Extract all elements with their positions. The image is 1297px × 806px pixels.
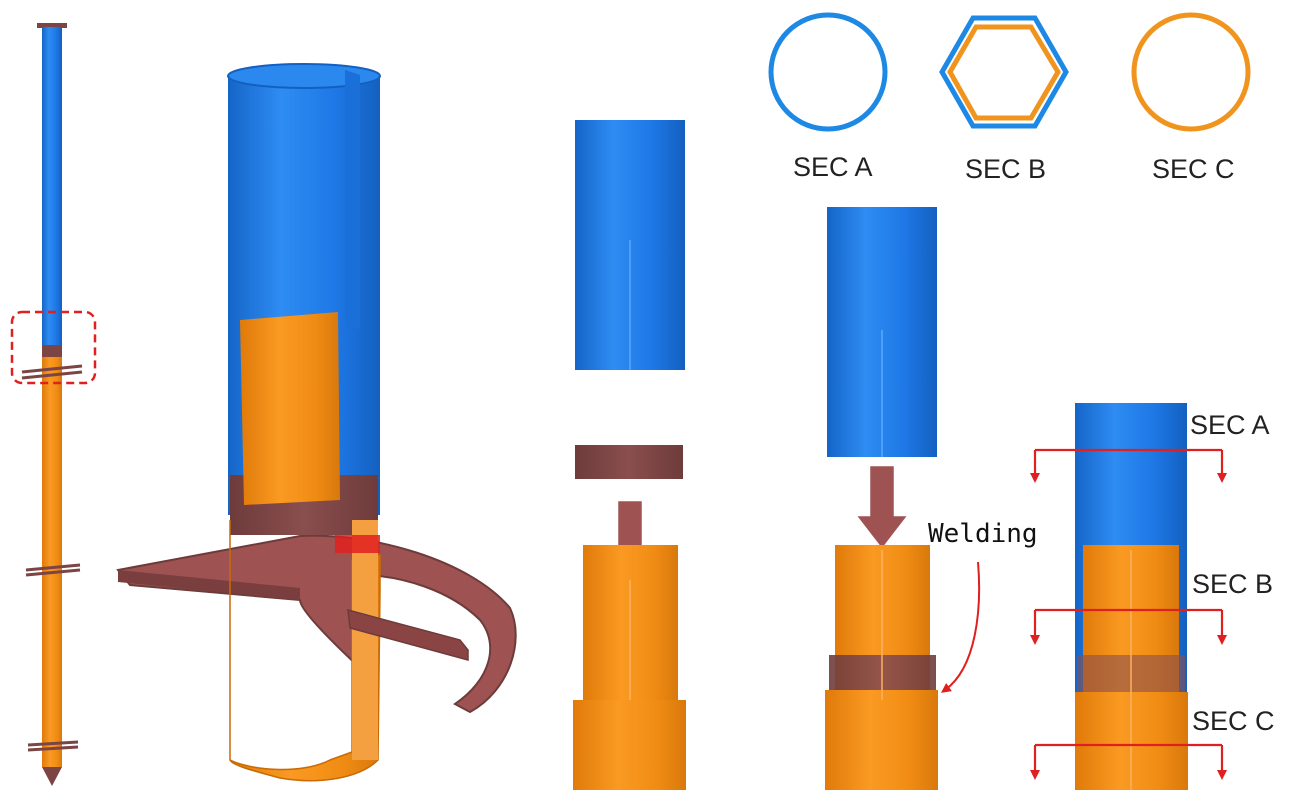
cutaway-3d-view	[116, 63, 517, 782]
section-b-hexagon	[939, 15, 1069, 129]
section-marker-c	[1030, 743, 1227, 780]
section-a-title: SEC A	[793, 152, 873, 182]
cutaway-upper-pipe-cut	[345, 70, 360, 330]
section-c-title: SEC C	[1152, 154, 1235, 184]
sectioned-view: SEC A SEC B SEC C	[1030, 403, 1275, 790]
section-a-marker-label: SEC A	[1190, 410, 1270, 440]
cutaway-pipe-weld-bead	[335, 535, 380, 553]
full-pile-lower-segment	[42, 357, 62, 767]
assembled-insert-arrow	[852, 463, 912, 553]
section-b-title: SEC B	[965, 154, 1046, 184]
detail-highlight-box	[10, 310, 97, 385]
welding-callout-arrow	[940, 561, 981, 693]
full-pile-helix-1	[21, 364, 83, 380]
section-marker-b	[1030, 608, 1227, 645]
exploded-lower-pipe-base	[573, 700, 686, 790]
cutaway-upper-pipe-rim	[227, 63, 381, 89]
exploded-coupler-ring	[575, 445, 683, 479]
welding-label: Welding	[928, 519, 1038, 549]
full-pile-tip	[42, 767, 62, 786]
section-a-circle	[768, 12, 888, 132]
section-b-marker-label: SEC B	[1192, 569, 1273, 599]
full-pile	[10, 23, 97, 786]
full-pile-coupler	[42, 345, 62, 357]
section-c-marker-label: SEC C	[1192, 706, 1275, 736]
full-pile-upper-segment	[42, 27, 62, 347]
section-c-circle	[1131, 12, 1251, 132]
cutaway-lower-pipe-notch	[352, 520, 378, 760]
helix-plate	[116, 534, 517, 714]
full-pile-top-cap	[37, 23, 67, 28]
assembled-view: Welding	[825, 207, 1038, 790]
helix-plate-edge	[118, 570, 300, 600]
section-marker-a	[1030, 448, 1227, 483]
exploded-view	[573, 120, 686, 790]
full-pile-helix-2	[25, 563, 81, 577]
helix-paddle	[347, 608, 469, 661]
full-pile-helix-3	[27, 740, 79, 752]
cross-sections: SEC A SEC B SEC C	[768, 12, 1251, 184]
assembled-lower-pipe-base	[825, 690, 938, 790]
cutaway-lower-pipe-inner	[240, 312, 340, 505]
